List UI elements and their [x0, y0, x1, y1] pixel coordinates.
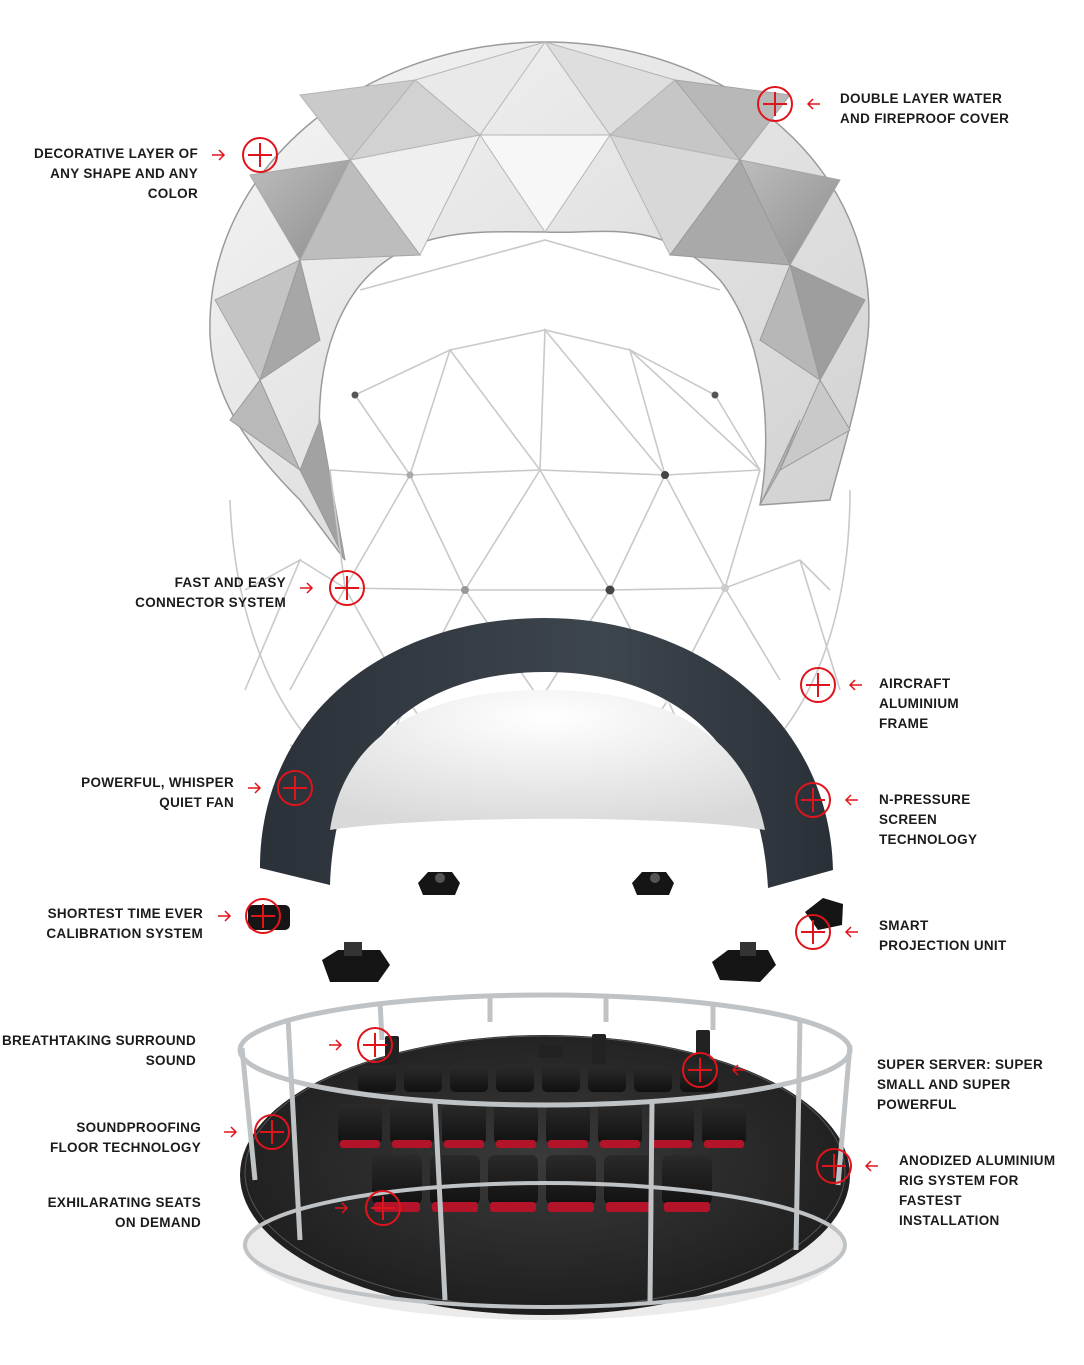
- hotspot-calibration-system[interactable]: [246, 899, 280, 933]
- hotspot-quiet-fan[interactable]: [278, 771, 312, 805]
- hotspot-decorative-layer[interactable]: [243, 138, 277, 172]
- label-smart-projection: SMART PROJECTION UNIT: [879, 916, 1007, 956]
- hotspot-anodized-rig[interactable]: [817, 1149, 851, 1183]
- label-surround-sound: BREATHTAKING SURROUND SOUND: [2, 1031, 196, 1071]
- label-exhilarating-seats: EXHILARATING SEATS ON DEMAND: [48, 1193, 201, 1233]
- label-quiet-fan: POWERFUL, WHISPER QUIET FAN: [81, 773, 234, 813]
- hotspot-connector-system[interactable]: [330, 571, 364, 605]
- hotspot-aircraft-frame[interactable]: [801, 668, 835, 702]
- hotspot-surround-sound[interactable]: [358, 1028, 392, 1062]
- hotspot-double-layer-cover[interactable]: [758, 87, 792, 121]
- label-decorative-layer: DECORATIVE LAYER OF ANY SHAPE AND ANY CO…: [34, 144, 198, 204]
- projection-screen: [260, 618, 833, 888]
- hotspot-super-server[interactable]: [683, 1053, 717, 1087]
- hotspot-exhilarating-seats[interactable]: [366, 1191, 400, 1225]
- label-aircraft-frame: AIRCRAFT ALUMINIUM FRAME: [879, 674, 959, 734]
- label-soundproofing-floor: SOUNDPROOFING FLOOR TECHNOLOGY: [50, 1118, 201, 1158]
- label-n-pressure-screen: N-PRESSURE SCREEN TECHNOLOGY: [879, 790, 977, 850]
- label-anodized-rig: ANODIZED ALUMINIUM RIG SYSTEM FOR FASTES…: [899, 1151, 1084, 1231]
- hotspot-n-pressure-screen[interactable]: [796, 783, 830, 817]
- label-connector-system: FAST AND EASY CONNECTOR SYSTEM: [135, 573, 286, 613]
- label-double-layer-cover: DOUBLE LAYER WATER AND FIREPROOF COVER: [840, 89, 1009, 129]
- label-calibration-system: SHORTEST TIME EVER CALIBRATION SYSTEM: [46, 904, 203, 944]
- label-super-server: SUPER SERVER: SUPER SMALL AND SUPER POWE…: [877, 1055, 1043, 1115]
- hotspot-smart-projection[interactable]: [796, 915, 830, 949]
- projectors: [248, 872, 843, 982]
- hotspot-soundproofing-floor[interactable]: [255, 1115, 289, 1149]
